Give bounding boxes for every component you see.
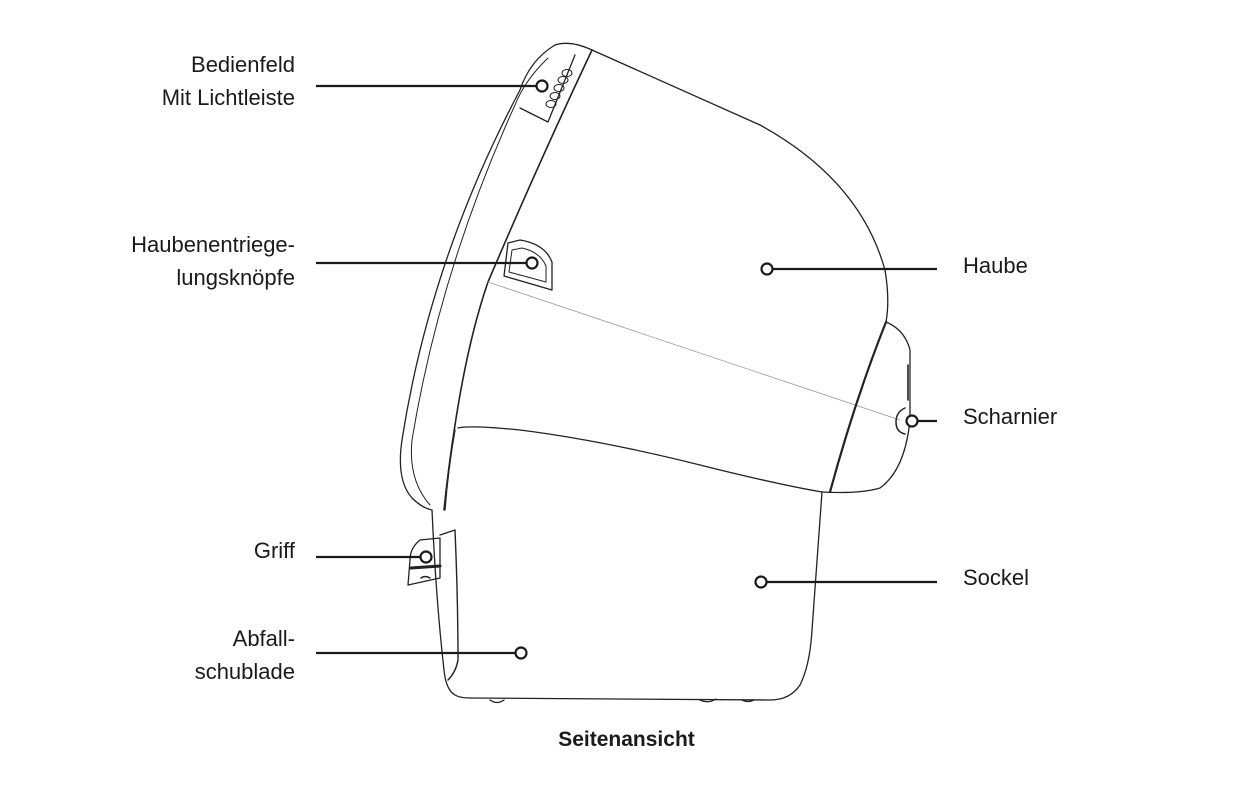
label-haubenentriegelung: Haubenentriege- lungsknöpfe: [131, 232, 295, 290]
hood-front-rim: [399, 44, 556, 511]
callout-dot-griff: [419, 550, 433, 564]
callout-dot-sockel: [754, 575, 768, 589]
light-bar-buttons: [545, 69, 573, 108]
hood-unlock-button: [503, 239, 553, 291]
label-sockel: Sockel: [963, 565, 1030, 590]
caption-text: Seitenansicht: [558, 728, 695, 751]
callout-dot-bedienfeld: [535, 79, 549, 93]
callout-dot-abfallschublade: [514, 646, 528, 660]
label-bedienfeld: Bedienfeld Mit Lichtleiste: [161, 52, 295, 110]
hinge-cap: [821, 321, 911, 494]
label-haube: Haube: [963, 253, 1028, 278]
handle: [407, 537, 441, 586]
callout-dot-scharnier: [905, 414, 919, 428]
base-outline: [431, 491, 823, 701]
label-abfallschublade: Abfall- schublade: [194, 626, 295, 684]
hood-bottom-edge: [457, 426, 823, 493]
label-griff: Griff: [253, 538, 295, 563]
callout-dot-haube: [760, 262, 774, 276]
caption: Seitenansicht: [0, 728, 1253, 752]
hinge: [895, 407, 906, 435]
label-scharnier: Scharnier: [963, 404, 1058, 429]
callout-dot-haubenentriegelung: [525, 256, 539, 270]
hood-outline: [554, 42, 889, 323]
